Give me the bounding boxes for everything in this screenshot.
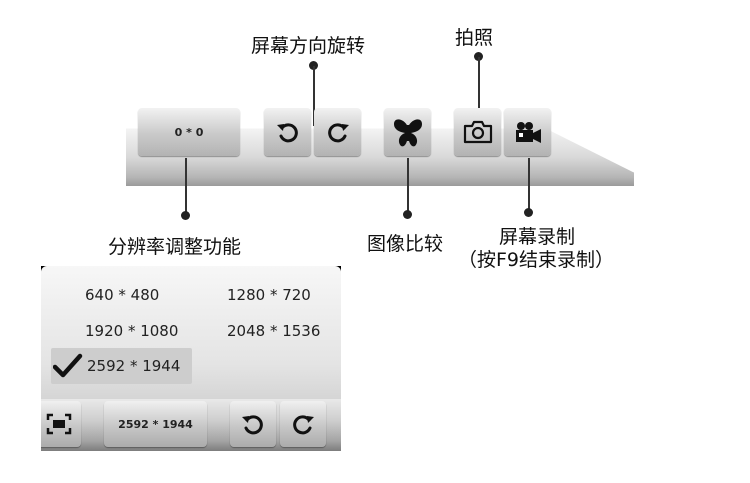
rotate-ccw-icon <box>242 415 263 435</box>
rotate-ccw-button[interactable] <box>264 108 311 156</box>
photo-callout-line <box>478 57 480 109</box>
compare-button[interactable] <box>384 108 431 156</box>
rotate-callout-label: 屏幕方向旋转 <box>251 35 366 57</box>
resolution-option[interactable]: 1280 * 720 <box>227 286 311 304</box>
rotate-cw-icon <box>327 123 349 143</box>
resolution-callout-dot <box>181 211 190 220</box>
record-callout-label: 屏幕录制 <box>499 226 576 248</box>
resolution-option[interactable]: 640 * 480 <box>85 286 160 304</box>
photo-callout-dot <box>474 52 483 61</box>
panel-rotate-cw-button[interactable] <box>280 401 326 447</box>
resolution-panel: 640 * 480 1280 * 720 1920 * 1080 2048 * … <box>41 266 341 451</box>
resolution-callout-line <box>185 158 187 214</box>
panel-rotate-ccw-button[interactable] <box>230 401 276 447</box>
selected-option-highlight[interactable] <box>51 348 192 384</box>
compare-callout-line <box>407 158 409 213</box>
resolution-button[interactable]: 0 * 0 <box>138 108 240 156</box>
photo-button[interactable] <box>454 108 501 156</box>
record-callout-line <box>528 158 530 211</box>
resolution-value: 0 * 0 <box>174 125 204 139</box>
camera-icon <box>463 120 492 144</box>
resolution-option-selected[interactable]: 2592 * 1944 <box>87 357 181 375</box>
checkmark-icon <box>53 353 83 378</box>
photo-callout-label: 拍照 <box>455 27 494 49</box>
resolution-callout-label: 分辨率调整功能 <box>108 236 242 258</box>
resolution-option[interactable]: 1920 * 1080 <box>85 322 179 340</box>
record-button[interactable] <box>504 108 551 156</box>
rotate-cw-button[interactable] <box>314 108 361 156</box>
panel-resolution-value: 2592 * 1944 <box>118 417 193 431</box>
record-callout-dot <box>524 208 533 217</box>
record-callout-hint: （按F9结束录制） <box>458 249 615 271</box>
video-camera-icon <box>515 122 541 143</box>
butterfly-icon <box>393 119 422 147</box>
rotate-cw-icon <box>293 415 314 435</box>
fullscreen-icon <box>46 413 72 435</box>
rotate-callout-dot <box>309 61 318 70</box>
rotate-ccw-icon <box>276 123 298 143</box>
compare-callout-dot <box>403 210 412 219</box>
rotate-callout-line <box>313 66 315 126</box>
panel-resolution-button[interactable]: 2592 * 1944 <box>104 401 207 447</box>
fullscreen-button[interactable] <box>41 401 81 447</box>
compare-callout-label: 图像比较 <box>367 233 444 255</box>
resolution-option[interactable]: 2048 * 1536 <box>227 322 321 340</box>
